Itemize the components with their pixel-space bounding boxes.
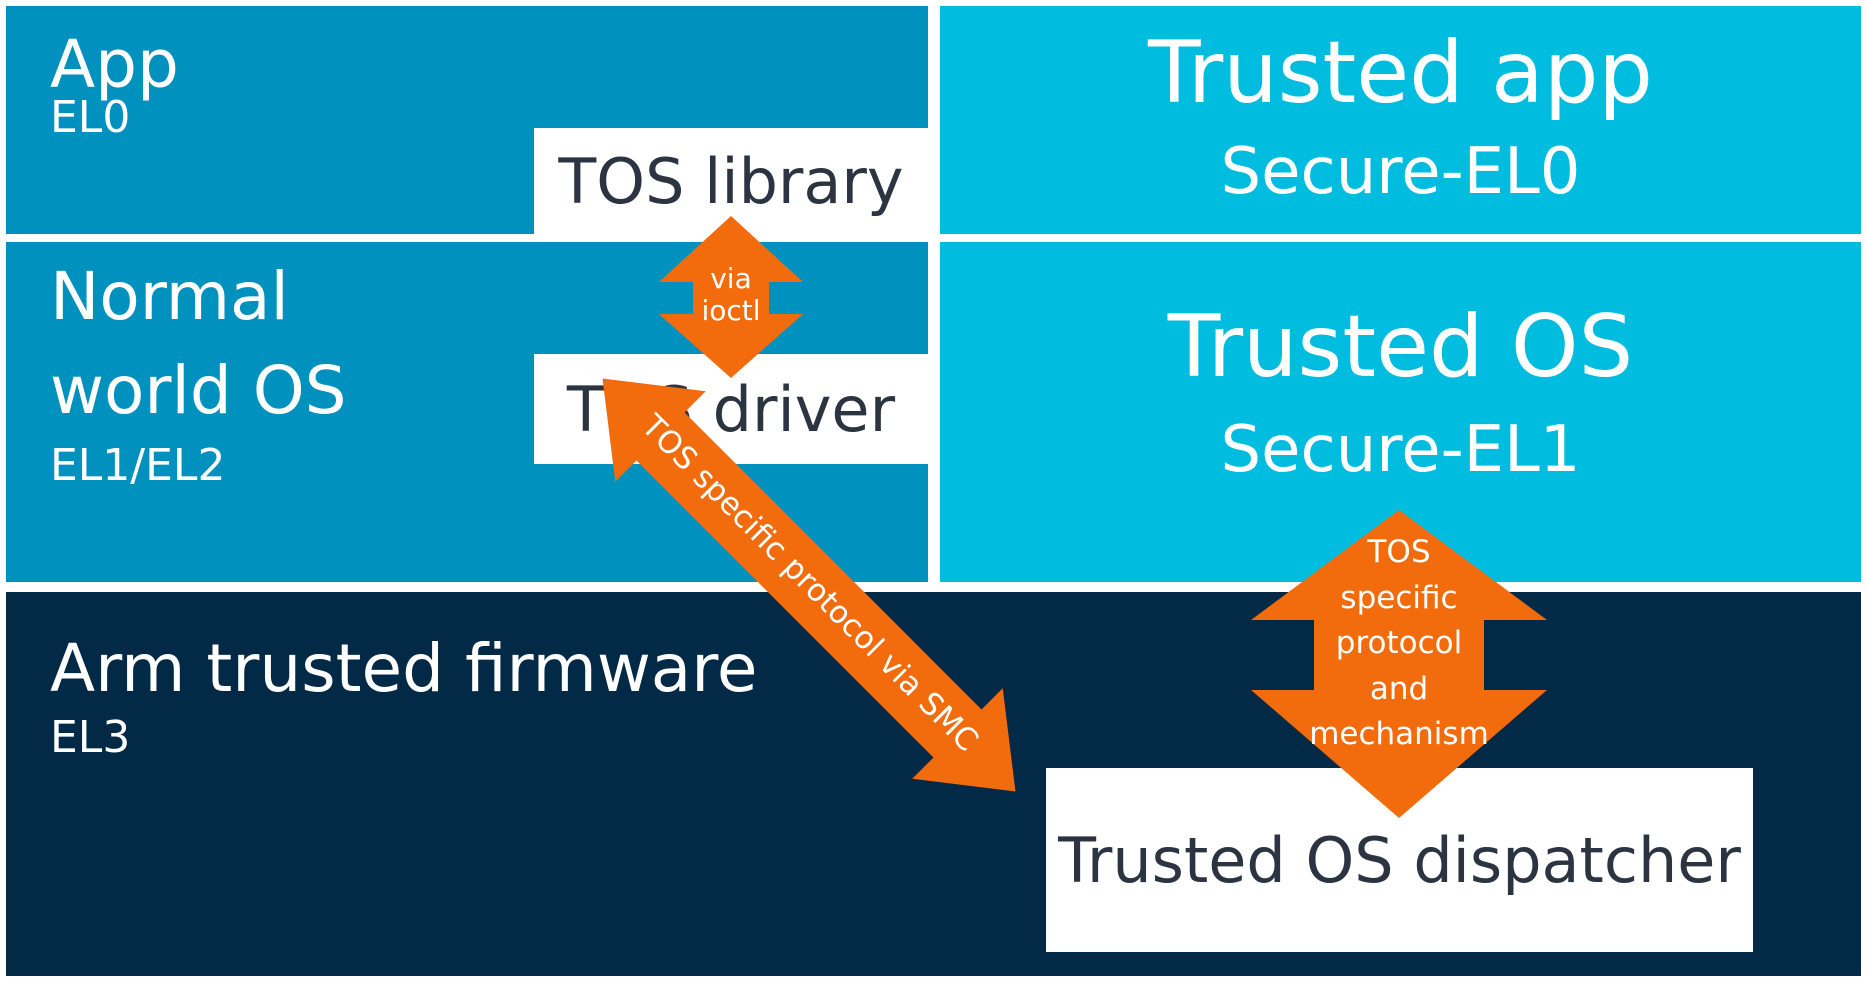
- tos-library-box: TOS library: [534, 128, 928, 234]
- normal-world-os-title-line1: Normal: [50, 258, 289, 335]
- mechanism-arrow-line1: TOS: [1367, 534, 1431, 570]
- smc-double-arrow: [602, 378, 1016, 792]
- ioctl-arrow-line2: ioctl: [701, 294, 761, 328]
- trusted-os-title: Trusted OS: [1167, 297, 1634, 397]
- app-level: EL0: [50, 92, 131, 143]
- mechanism-arrow-line5: mechanism: [1309, 716, 1489, 753]
- trusted-os-level: Secure-EL1: [1220, 413, 1581, 487]
- trusted-app-level: Secure-EL0: [1220, 135, 1581, 209]
- mechanism-arrow-label: TOS specific protocol and mechanism: [1299, 530, 1499, 758]
- app-title: App: [50, 26, 179, 103]
- firmware-level: EL3: [50, 712, 131, 763]
- normal-world-os-level: EL1/EL2: [50, 440, 226, 491]
- firmware-title: Arm trusted firmware: [50, 630, 758, 707]
- trusted-app-panel: [940, 6, 1861, 234]
- ioctl-arrow-line1: via: [710, 262, 752, 295]
- mechanism-double-arrow: [1251, 510, 1547, 818]
- ioctl-arrow-label: via ioctl: [671, 262, 791, 328]
- mechanism-arrow-line2: specific: [1340, 579, 1458, 616]
- ioctl-double-arrow: [659, 216, 803, 378]
- normal-world-os-title-line2: world OS: [50, 352, 347, 429]
- trusted-app-title: Trusted app: [1148, 23, 1653, 123]
- mechanism-arrow-line3: protocol: [1335, 625, 1463, 662]
- mechanism-arrow-line4: and: [1369, 670, 1429, 707]
